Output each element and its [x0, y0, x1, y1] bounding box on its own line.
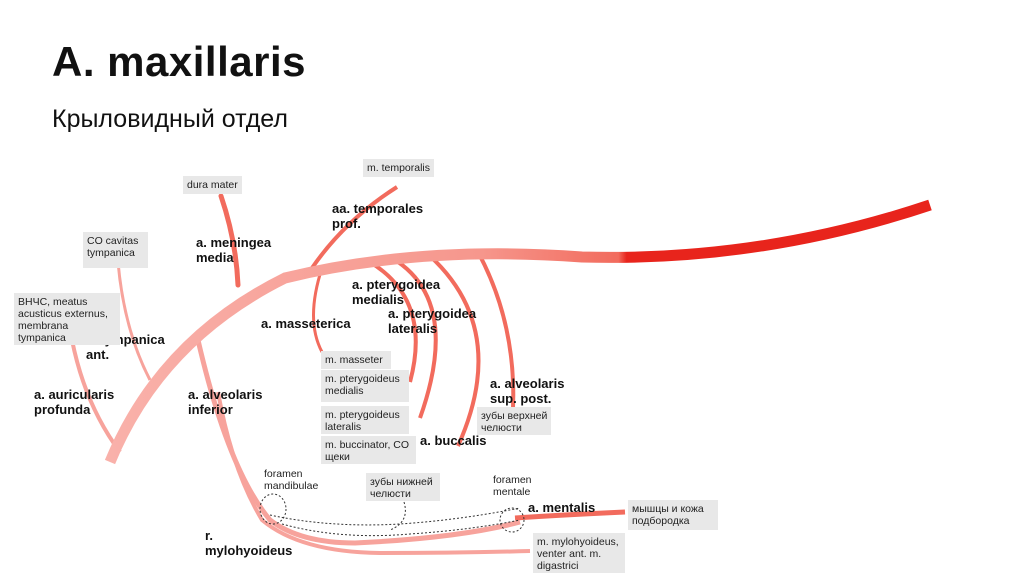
- target-m-temporalis: m. temporalis: [363, 159, 435, 177]
- target-zuby-nizhnei: зубы нижней челюсти: [366, 473, 440, 501]
- artery-maxillaris-trunk: [104, 199, 932, 465]
- target-myshcy-kozha: мышцы и кожа подбородка: [628, 500, 718, 530]
- label-mylohyoideus: r. mylohyoideus: [205, 528, 293, 558]
- artery-alveolaris-inferior: [195, 339, 521, 546]
- label-buccalis: a. buccalis: [420, 433, 487, 448]
- target-dura-mater: dura mater: [183, 176, 242, 194]
- target-m-pterygoideus-medialis: m. pterygoideus medialis: [321, 370, 409, 402]
- label-pterygoidea-lateralis: a. pterygoidea lateralis: [388, 306, 477, 336]
- label-meningea-media: a. meningea media: [196, 235, 272, 265]
- artery-meningea-media: [218, 193, 241, 288]
- artery-buccalis: [428, 254, 481, 447]
- label-alveolaris-inferior: a. alveolaris inferior: [188, 387, 263, 417]
- target-zuby-verkhnei: зубы верхней челюсти: [477, 407, 551, 435]
- slide-subtitle: Крыловидный отдел: [52, 105, 288, 133]
- note-foramen-mandibulae: foramen mandibulae: [264, 468, 319, 492]
- slide-title: A. maxillaris: [52, 38, 306, 85]
- target-m-pterygoideus-lateralis: m. pterygoideus lateralis: [321, 406, 409, 434]
- artery-temporales-prof: [310, 185, 399, 270]
- artery-mylohyoideus: [216, 391, 531, 556]
- artery-pterygoidea-medialis: [368, 260, 418, 383]
- artery-pterygoidea-lateralis: [390, 256, 438, 419]
- artery-alveolaris-sup-post: [476, 251, 516, 426]
- artery-masseterica: [312, 267, 324, 353]
- foramen-mandibulae-circle: [259, 493, 287, 525]
- target-m-buccinator: m. buccinator, CO щеки: [321, 436, 416, 464]
- target-m-masseter: m. masseter: [321, 351, 391, 369]
- dotted-link-zuby-nizhnei: [389, 501, 406, 531]
- dotted-line-upper: [269, 507, 521, 526]
- label-auricularis-profunda: a. auricularis profunda: [34, 387, 115, 417]
- artery-tympanica-ant: [116, 261, 152, 381]
- target-vnchs-meatus: ВНЧС, meatus acusticus externus, membran…: [14, 293, 120, 345]
- target-co-cavitas-tympanica: CO cavitas tympanica: [83, 232, 148, 268]
- foramen-mentale-circle: [499, 507, 525, 533]
- artery-auricularis-profunda: [70, 339, 122, 454]
- label-masseterica: a. masseterica: [261, 316, 351, 331]
- artery-mentalis: [514, 509, 626, 521]
- label-mentalis: a. mentalis: [528, 500, 596, 515]
- dotted-line-lower: [281, 519, 521, 537]
- label-alveolaris-sup-post: a. alveolaris sup. post.: [490, 376, 565, 406]
- label-temporales-prof: aa. temporales prof.: [332, 201, 424, 231]
- note-foramen-mentale: foramen mentale: [493, 474, 532, 498]
- target-m-mylohyoideus: m. mylohyoideus, venter ant. m. digastri…: [533, 533, 625, 573]
- label-pterygoidea-medialis: a. pterygoidea medialis: [352, 277, 441, 307]
